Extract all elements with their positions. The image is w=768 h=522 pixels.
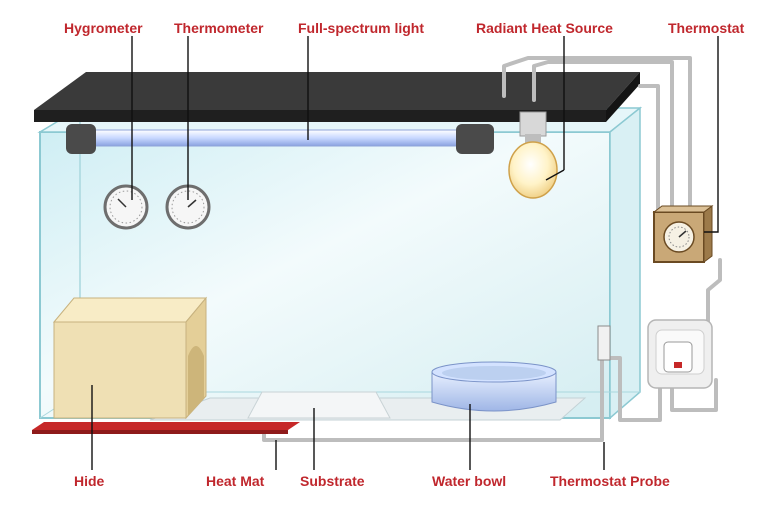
label-hide: Hide [74,473,105,489]
label-hygrometer: Hygrometer [64,20,143,36]
leader-lines [91,36,719,470]
label-thermostat-probe: Thermostat Probe [550,473,670,489]
label-thermometer: Thermometer [174,20,264,36]
hide [52,296,208,420]
hygrometer-dial [103,184,149,230]
full-spectrum-light [66,124,494,154]
label-full-spectrum-light: Full-spectrum light [298,20,424,36]
cables [262,56,722,442]
thermostat-box [652,205,714,263]
heat-mat [32,422,300,430]
water-bowl [431,361,557,412]
wall-socket [647,319,713,389]
label-heat-mat: Heat Mat [206,473,265,489]
thermostat-probe [597,325,611,361]
label-thermostat: Thermostat [668,20,745,36]
label-substrate: Substrate [300,473,365,489]
radiant-heat-bulb [508,111,558,199]
label-water-bowl: Water bowl [432,473,507,489]
label-radiant-heat-source: Radiant Heat Source [476,20,613,36]
tank-lid [34,72,640,122]
heat-mat-edge [32,430,288,434]
